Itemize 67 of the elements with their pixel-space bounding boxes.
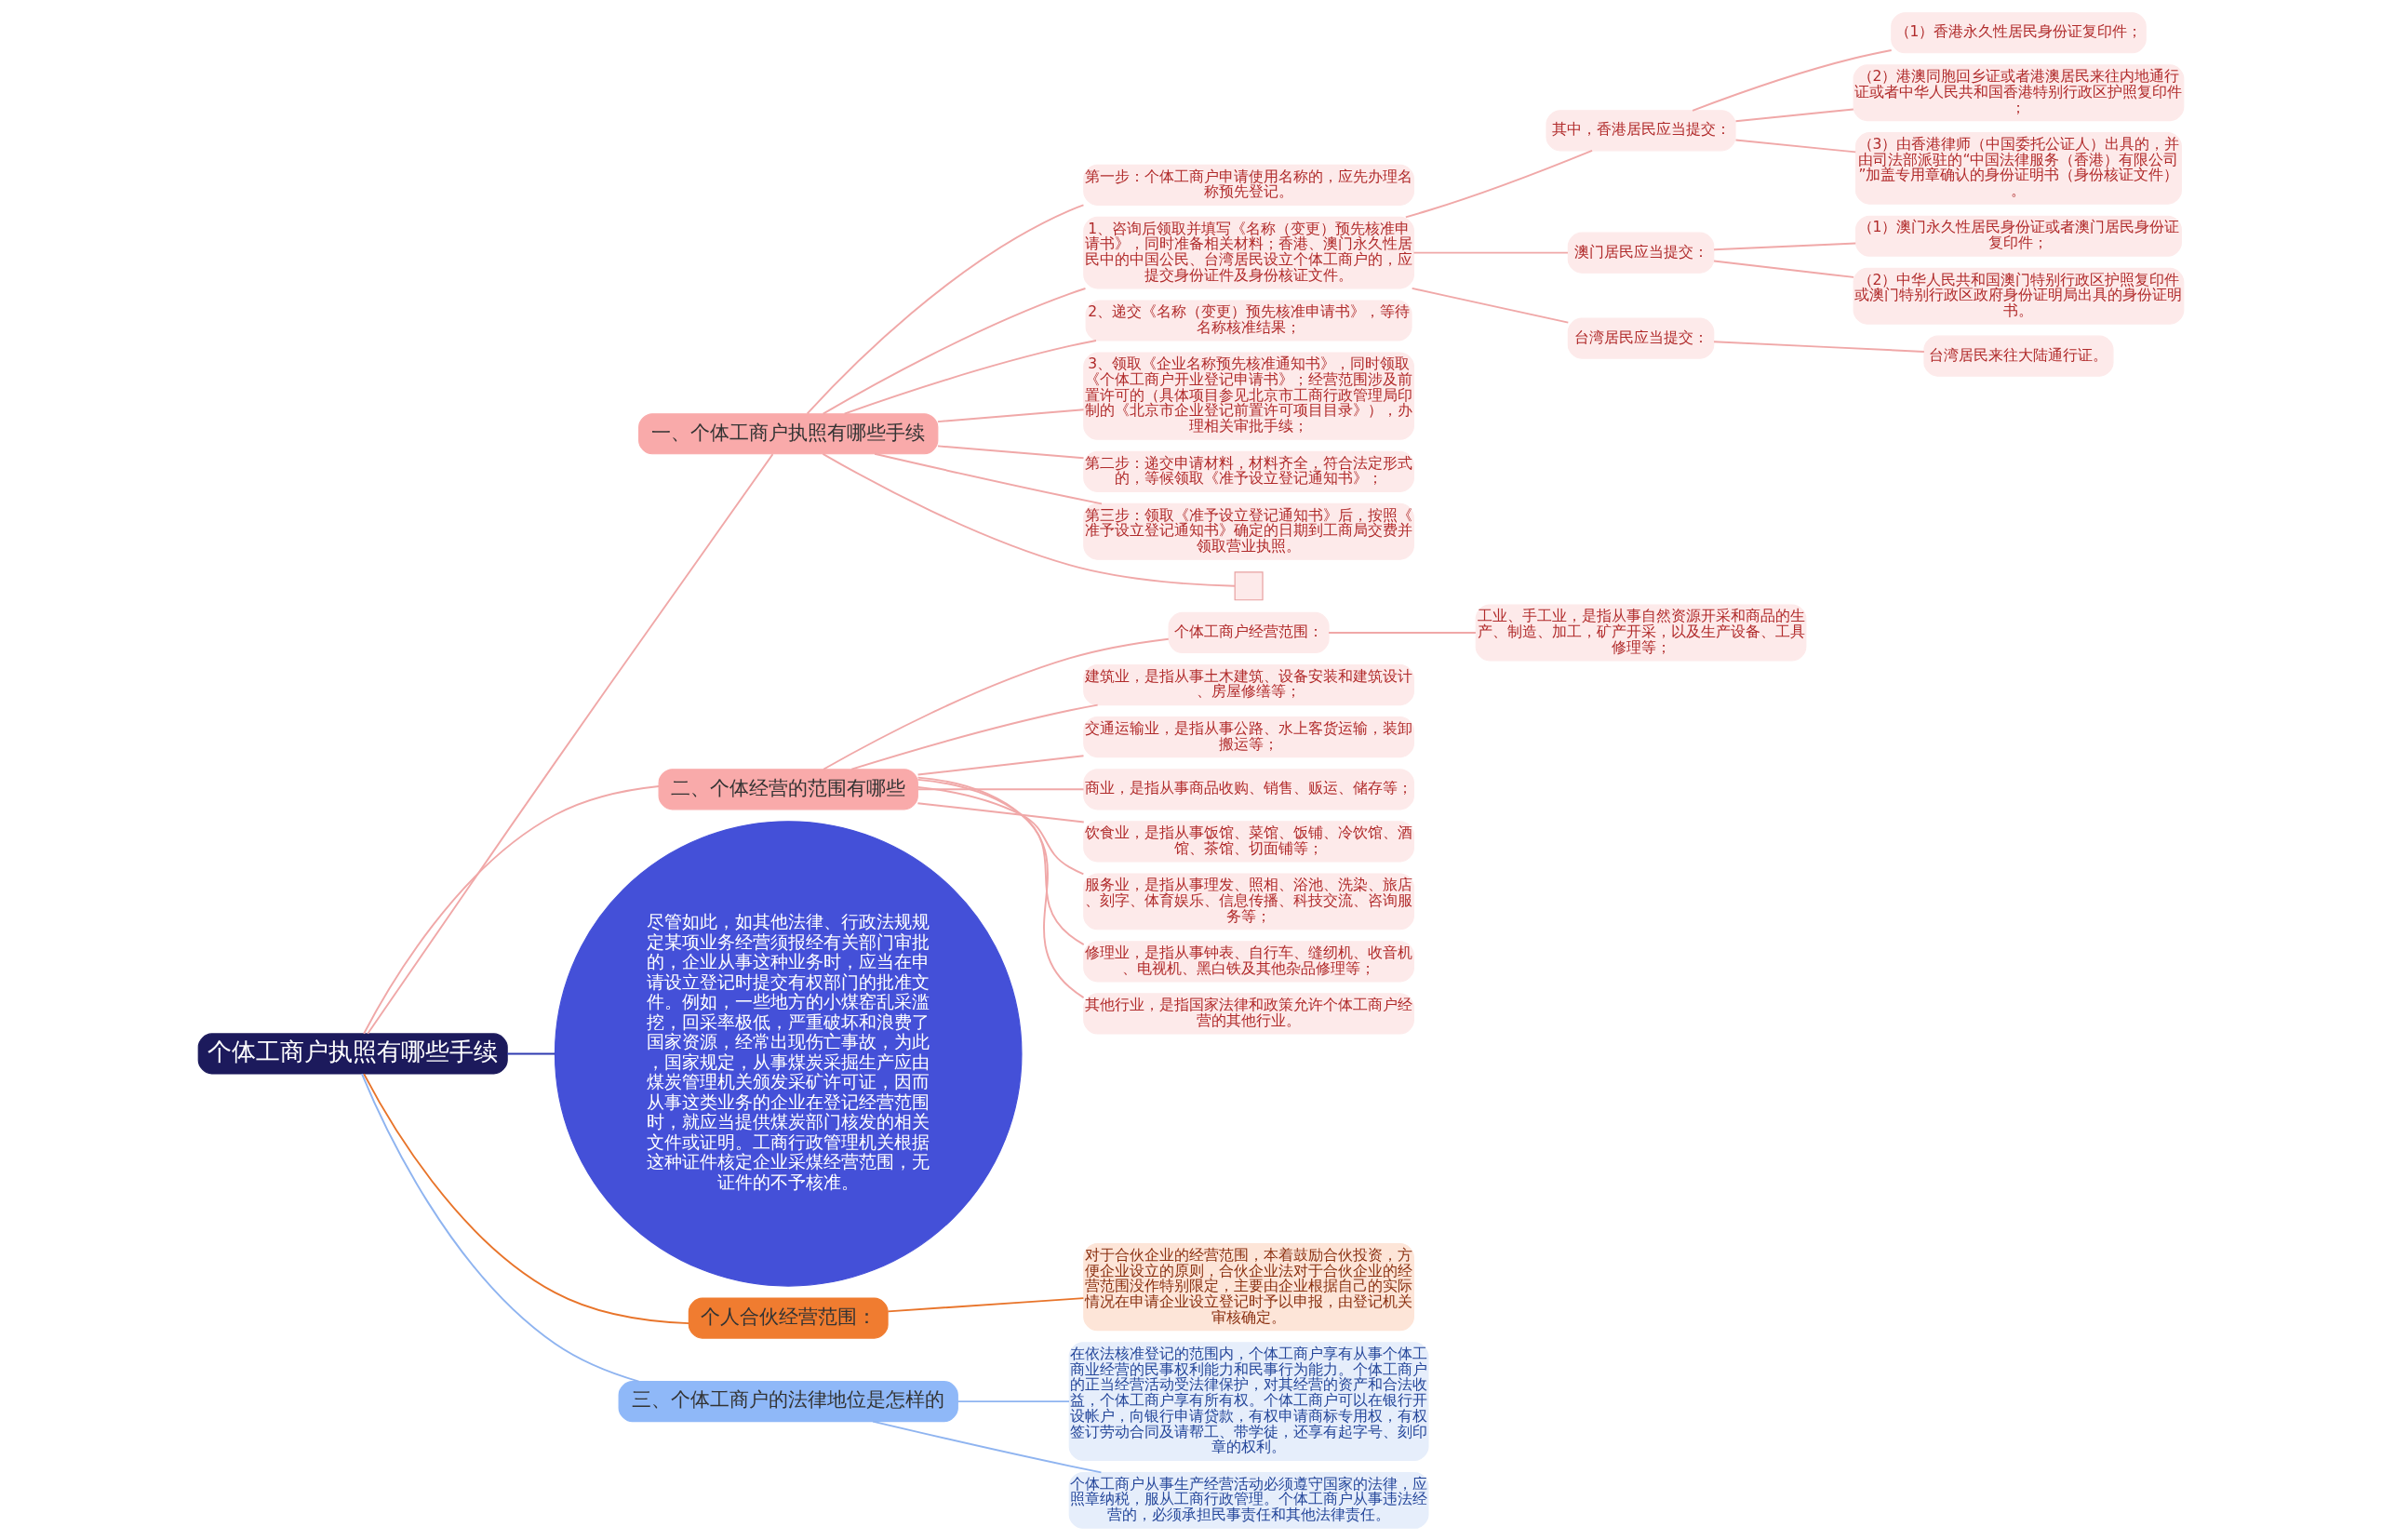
connector [363,784,661,1035]
node-circle: 尽管如此，如其他法律、行政法规规定某项业务经营须报经有关部门审批的，企业从事这种业务时，应当在申请设立登记时提交有权部门的批准文件。例如，一些地方的小煤窑乱采滥挖，回采率极低，严重破坏和浪费了国家资源，经常出现伤亡事故，为此，国家规定，从事煤炭采掘生产应由煤炭管理机关颁发采矿许可证，因而从事这类业务的企业在登记经营范围时，就应当提供煤炭部门核发的相关文件或证明。工商行政管理机关根据这种证件核定企业采煤经营范围，无证件的不予核准。 [554,820,1023,1287]
connector [823,637,1170,770]
connector [1713,260,1855,278]
node-box: 建筑业，是指从事土木建筑、设备安装和建筑设计、房屋修缮等； [1083,663,1414,705]
connector [1411,287,1570,324]
node-box: 个人合伙经营范围： [688,1297,889,1339]
connector [506,1052,556,1054]
node-box: 在依法核准登记的范围内，个体工商户享有从事个体工商业经营的民事权利能力和民事行为能力。个体工商户的正当经营活动受法律保护，对其经营的资产和合法收益，个体工商户享有所有权。个体工商户可以在银行开设帐户，向银行申请贷款，有权申请商标专用权，有权签订劳动合同及请帮工、带学徒，还享有起字号、刻印章的权利。 [1068,1341,1429,1461]
node-box: 商业，是指从事商品收购、销售、贩运、储存等； [1083,768,1414,810]
connector [917,778,1085,945]
connector [937,444,1085,459]
node-box: 3、领取《企业名称预先核准通知书》，同时领取《个体工商户开业登记申请书》；经营范围涉及前置许可的（具体项目参见北京市工商行政管理局印制的《北京市企业登记前置许可项目目录》），办理相关审批手续； [1083,352,1414,440]
connector [917,787,1085,790]
node-box: 修理业，是指从事钟表、自行车、缝纫机、收音机、电视机、黑白铁及其他杂品修理等； [1083,940,1414,982]
node-box: 饮食业，是指从事饭馆、菜馆、饭铺、冷饮馆、酒馆、茶馆、切面铺等； [1083,820,1414,862]
connector [917,754,1085,775]
node-box: 个体工商户经营范围： [1168,611,1330,653]
node-box: （2）港澳同胞回乡证或者港澳居民来往内地通行证或者中华人民共和国香港特别行政区护照复印件； [1853,63,2185,121]
node-box: （3）由香港律师（中国委托公证人）出具的，并由司法部派驻的“中国法律服务（香港）有限公司”加盖专用章确认的身份证明书（身份核证文件）。 [1854,131,2182,205]
node-box: 工业、手工业，是指从事自然资源开采和商品的生产、制造、加工，矿产开采，以及生产设备、工具修理等； [1475,604,1807,661]
connector [1734,139,1857,153]
connector [937,408,1085,422]
node-box: 台湾居民应当提交： [1567,317,1715,359]
connector [917,785,1085,875]
node-box: 其中，香港居民应当提交： [1546,109,1736,151]
connector [887,1296,1085,1312]
node-box: 1、咨询后领取并填写《名称（变更）预先核准申请书》，同时准备相关材料；香港、澳门永久性居民中的中国公民、台湾居民设立个体工商户的，应提交身份证件及身份核证文件。 [1083,216,1414,288]
connector [1734,108,1854,122]
node-box: 台湾居民来往大陆通行证。 [1923,335,2114,377]
connector [874,452,1103,504]
connector [1404,149,1593,218]
node-box: （1）香港永久性居民身份证复印件； [1891,11,2147,53]
node-box: 澳门居民应当提交： [1567,232,1715,274]
node-box: 对于合伙企业的经营范围，本着鼓励合伙投资，方便企业设立的原则，合伙企业法对于合伙企业的经营范围没作特别限定，主要由企业根据自己的实际情况在申请企业设立登记时予以申报，由登记机关审核确定。 [1083,1242,1414,1331]
node-box: 个体工商户从事生产经营活动必须遵守国家的法律，应照章纳税，服从工商行政管理。个体工商户从事违法经营的，必须承担民事责任和其他法律责任。 [1068,1471,1429,1529]
node-box: 第一步：个体工商户申请使用名称的，应先办理名称预先登记。 [1083,164,1414,206]
connector [363,1072,690,1324]
connector [843,339,1097,415]
node-box: 服务业，是指从事理发、照相、浴池、洗染、旅店、刻字、体育娱乐、信息传播、科技交流、咨询服务等； [1083,872,1414,930]
connector [361,1072,640,1383]
connector [367,452,774,1035]
connector [1692,48,1893,112]
connector [917,776,1085,998]
connector [957,1399,1070,1402]
node-box [1234,570,1264,600]
connector [806,203,1085,414]
node-box: 2、递交《名称（变更）预先核准申请书》，等待名称核准结果； [1085,299,1412,341]
connector [822,452,1237,587]
connector [1713,242,1857,250]
node-box: 三、个体工商户的法律地位是怎样的 [618,1380,958,1422]
node-box: 个体工商户执照有哪些手续 [197,1032,508,1075]
connector [1412,251,1569,254]
connector [1713,340,1925,353]
node-box: 交通运输业，是指从事公路、水上客货运输，装卸搬运等； [1083,716,1414,757]
node-box: （1）澳门永久性居民身份证或者澳门居民身份证复印件； [1854,215,2182,257]
connector [872,1420,1103,1473]
node-box: 其他行业，是指国家法律和政策允许个体工商户经营的其他行业。 [1083,992,1414,1035]
node-box: 二、个体经营的范围有哪些 [658,768,918,810]
node-box: 一、个体工商户执照有哪些手续 [638,412,939,454]
connector [917,801,1085,823]
connector [1328,631,1477,634]
connector [850,703,1099,770]
node-box: 第三步：领取《准予设立登记通知书》后，按照《准予设立登记通知书》确定的日期到工商局交费并领取营业执照。 [1083,502,1414,560]
node-box: 第二步：递交申请材料，材料齐全，符合法定形式的，等候领取《准予设立登记通知书》； [1083,450,1414,492]
node-box: （2）中华人民共和国澳门特别行政区护照复印件或澳门特别行政区政府身份证明局出具的身份证明书。 [1853,267,2185,325]
connector [822,287,1087,414]
